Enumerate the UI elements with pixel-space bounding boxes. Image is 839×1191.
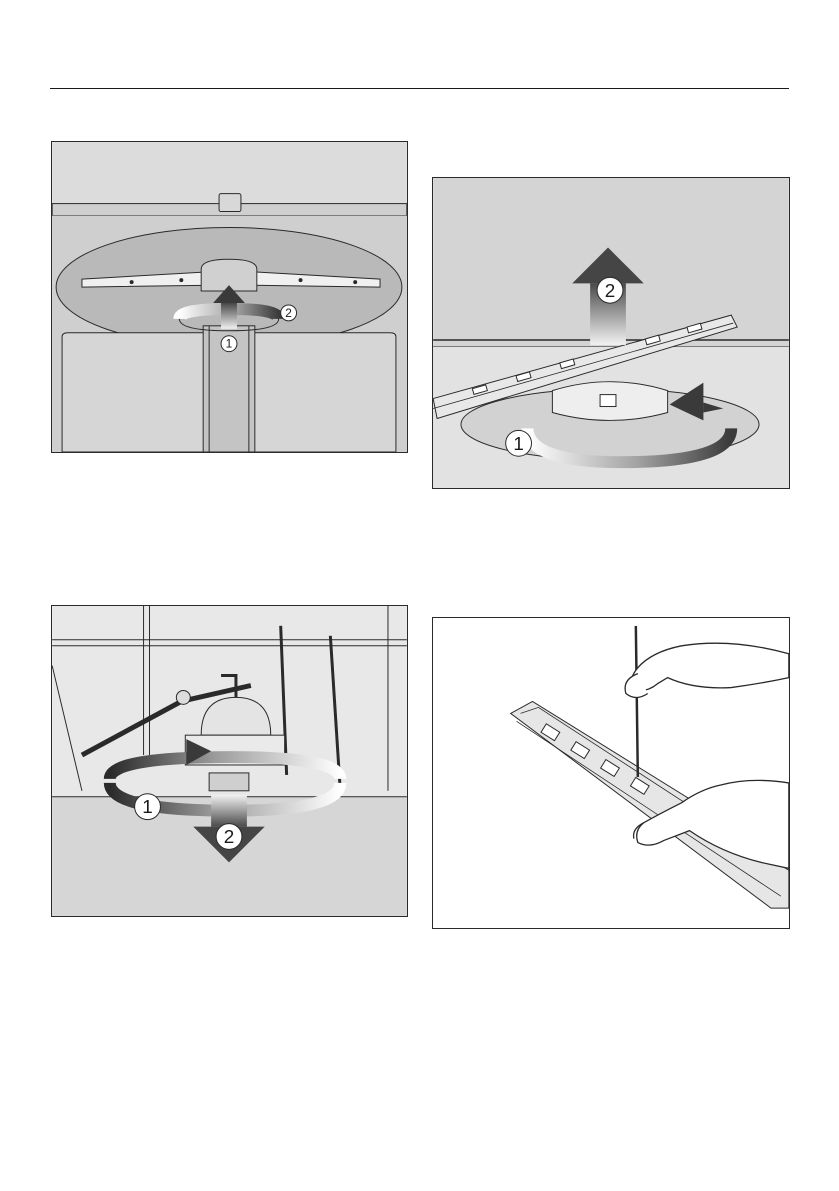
step-number: 1: [513, 433, 524, 454]
header-rule: [50, 88, 789, 89]
step-number: 1: [226, 337, 233, 351]
step-number: 2: [285, 306, 292, 320]
figure-upper-spray-arm: 1 2: [51, 141, 408, 453]
figure-middle-spray-arm: 2 1: [51, 605, 408, 917]
step-number: 1: [142, 796, 153, 817]
step-number: 2: [605, 280, 616, 301]
figure-clean-nozzles: [432, 617, 790, 929]
figure-lower-spray-arm: 2 1: [432, 177, 790, 489]
step-number: 2: [224, 826, 235, 847]
